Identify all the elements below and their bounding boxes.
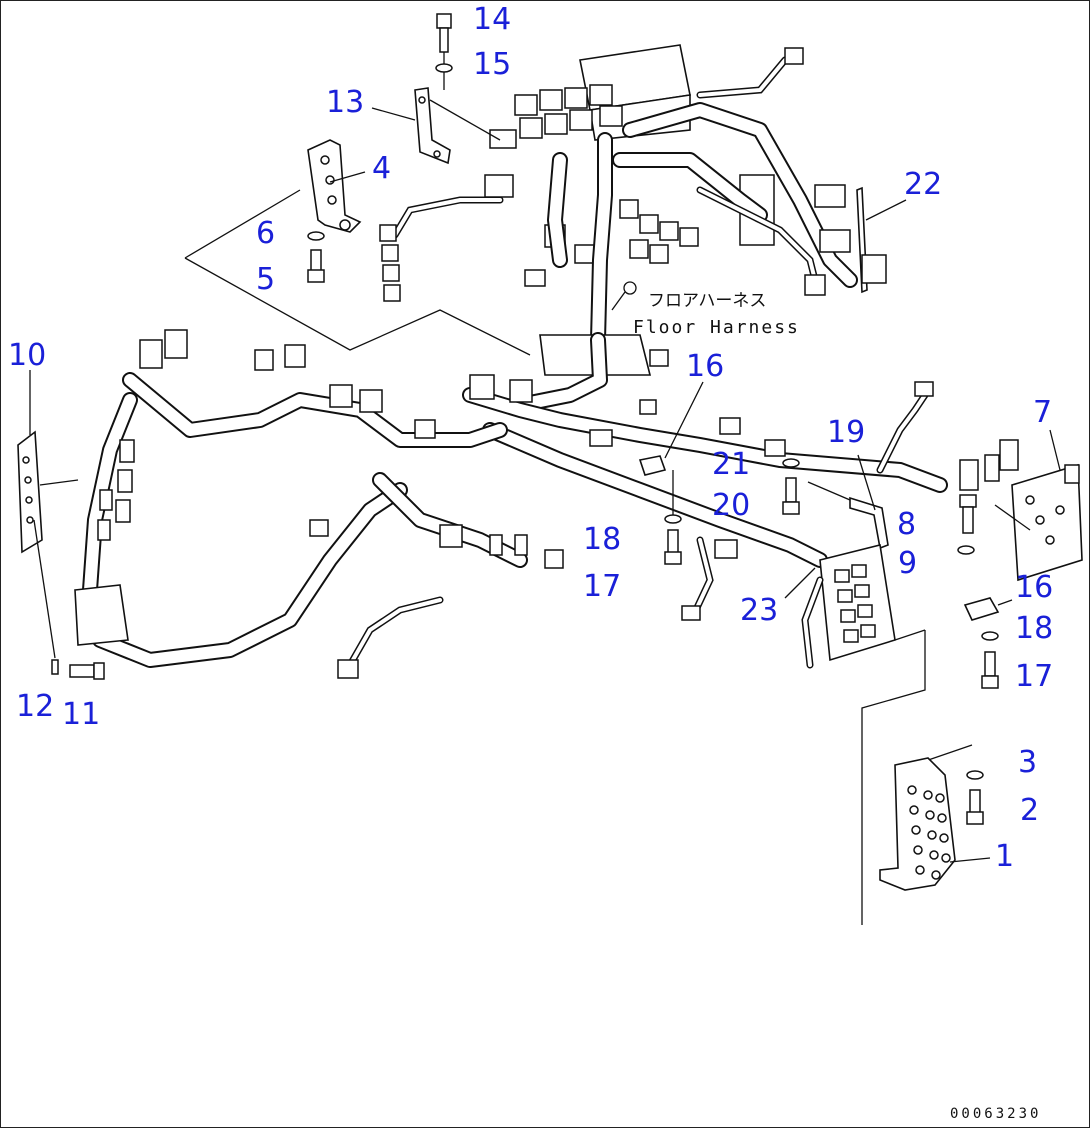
callout-7: 7 [1033,395,1052,430]
part-17-bolt-left [664,529,682,565]
top-relay-assembly [379,44,858,348]
callout-16-upper: 16 [686,349,724,384]
callout-21: 21 [712,447,750,482]
callout-2: 2 [1020,793,1039,828]
part-7-plate [959,429,1083,582]
callout-12: 12 [16,689,54,724]
callout-14: 14 [473,2,511,37]
callout-19: 19 [827,415,865,450]
part-8-bolt [959,494,977,534]
callout-10: 10 [8,338,46,373]
callout-22: 22 [904,167,942,202]
callout-23: 23 [740,593,778,628]
callouts: 14 15 13 4 6 5 22 10 16 7 19 21 20 8 18 … [8,2,1053,874]
drawing-code: 00063230 [950,1106,1041,1122]
callout-20: 20 [712,488,750,523]
callout-9: 9 [898,546,917,581]
part-4-bracket [307,139,366,233]
part-18-washer-right [981,631,999,641]
callout-4: 4 [372,151,391,186]
part-18-washer-left [664,470,682,524]
callout-6: 6 [256,216,275,251]
callout-13: 13 [326,85,364,120]
harness-label-en: Floor Harness [633,317,800,338]
part-15-washer [435,63,453,90]
part-23-fuse-block [784,544,926,669]
part-12-clip [33,519,59,675]
callout-17-left: 17 [583,569,621,604]
part-13-bracket [371,87,501,165]
part-5-bolt [307,249,325,283]
part-16-clamp-right [963,597,1013,621]
part-6-washer [307,231,325,241]
part-10-plate [17,370,79,554]
part-1-bracket [879,757,991,891]
part-2-bolt [966,789,984,825]
callout-18-left: 18 [583,522,621,557]
leader-upper-group [184,189,531,356]
callout-3: 3 [1018,745,1037,780]
part-17-bolt-right [981,651,999,689]
callout-17-right: 17 [1015,659,1053,694]
part-9-washer [957,545,975,555]
part-20-bolt [782,477,800,515]
callout-16-right: 16 [1015,570,1053,605]
floor-harness-label: フロアハーネス Floor Harness [611,281,800,338]
part-3-washer [966,770,984,780]
callout-11: 11 [62,697,100,732]
floor-harness [74,329,948,679]
callout-8: 8 [897,507,916,542]
callout-18-right: 18 [1015,611,1053,646]
harness-label-jp: フロアハーネス [648,291,766,311]
part-14-bolt [436,13,452,64]
part-11-bolt [69,662,105,680]
callout-1: 1 [995,839,1014,874]
callout-15: 15 [473,47,511,82]
part-16-clamp-upper [638,381,704,476]
part-22-strap [856,186,907,294]
part-21-washer [782,458,800,468]
callout-5: 5 [256,262,275,297]
